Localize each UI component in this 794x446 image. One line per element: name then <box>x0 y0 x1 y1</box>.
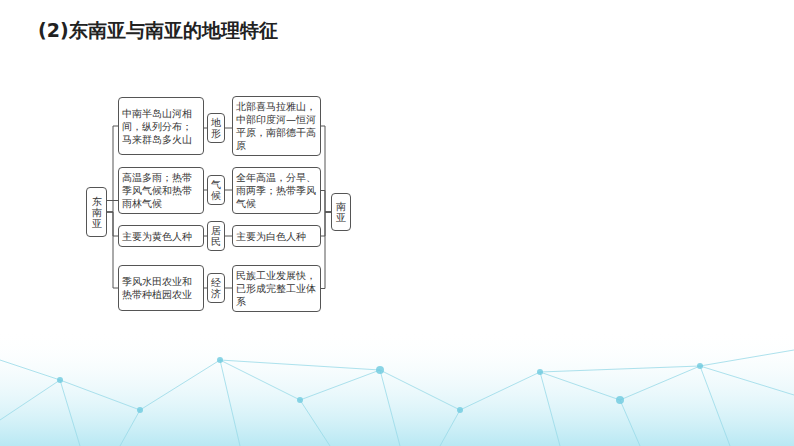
connector-line <box>321 191 331 213</box>
feature-box: 北部喜马拉雅山，中部印度河—恒河平原，南部德干高原 <box>232 96 321 156</box>
feature-box: 主要为黄色人种 <box>118 225 204 247</box>
box-text: 南亚 <box>336 201 346 223</box>
connector-line <box>107 126 118 212</box>
connector-line <box>321 212 331 236</box>
category-box: 居民 <box>207 221 225 251</box>
category-box: 地形 <box>207 113 225 143</box>
box-text: 东南亚 <box>92 196 102 229</box>
box-text: 全年高温，分旱、雨两季；热带季风气候 <box>236 171 317 210</box>
connector-line <box>107 200 118 201</box>
box-text: 地形 <box>211 117 221 139</box>
box-text: 季风水田农业和热带种植园农业 <box>122 275 200 301</box>
connector-line <box>225 128 232 129</box>
feature-box: 全年高温，分旱、雨两季；热带季风气候 <box>232 167 321 214</box>
box-text: 民族工业发展快，已形成完整工业体系 <box>236 269 317 308</box>
page-title: (2)东南亚与南亚的地理特征 <box>38 18 278 44</box>
category-box: 经济 <box>207 273 225 303</box>
region-box: 南亚 <box>331 193 351 231</box>
feature-box: 高温多雨；热带季风气候和热带雨林气候 <box>118 167 204 214</box>
feature-box: 民族工业发展快，已形成完整工业体系 <box>232 265 321 312</box>
box-text: 中南半岛山河相间，纵列分布；马来群岛多火山 <box>122 107 200 146</box>
box-text: 主要为黄色人种 <box>122 230 200 243</box>
connector-line <box>225 236 232 237</box>
region-box: 东南亚 <box>86 187 107 237</box>
feature-box: 中南半岛山河相间，纵列分布；马来群岛多火山 <box>118 97 204 155</box>
connector-line <box>321 212 331 289</box>
box-text: 居民 <box>211 225 221 247</box>
box-text: 高温多雨；热带季风气候和热带雨林气候 <box>122 171 200 210</box>
connector-line <box>321 126 331 212</box>
connector-line <box>107 212 118 288</box>
feature-box: 主要为白色人种 <box>232 225 321 247</box>
box-text: 气候 <box>211 179 221 201</box>
connector-line <box>225 190 232 191</box>
box-text: 经济 <box>211 277 221 299</box>
box-text: 主要为白色人种 <box>236 230 317 243</box>
category-box: 气候 <box>207 175 225 205</box>
feature-box: 季风水田农业和热带种植园农业 <box>118 265 204 311</box>
connector-line <box>225 288 232 289</box>
box-text: 北部喜马拉雅山，中部印度河—恒河平原，南部德干高原 <box>236 100 317 152</box>
